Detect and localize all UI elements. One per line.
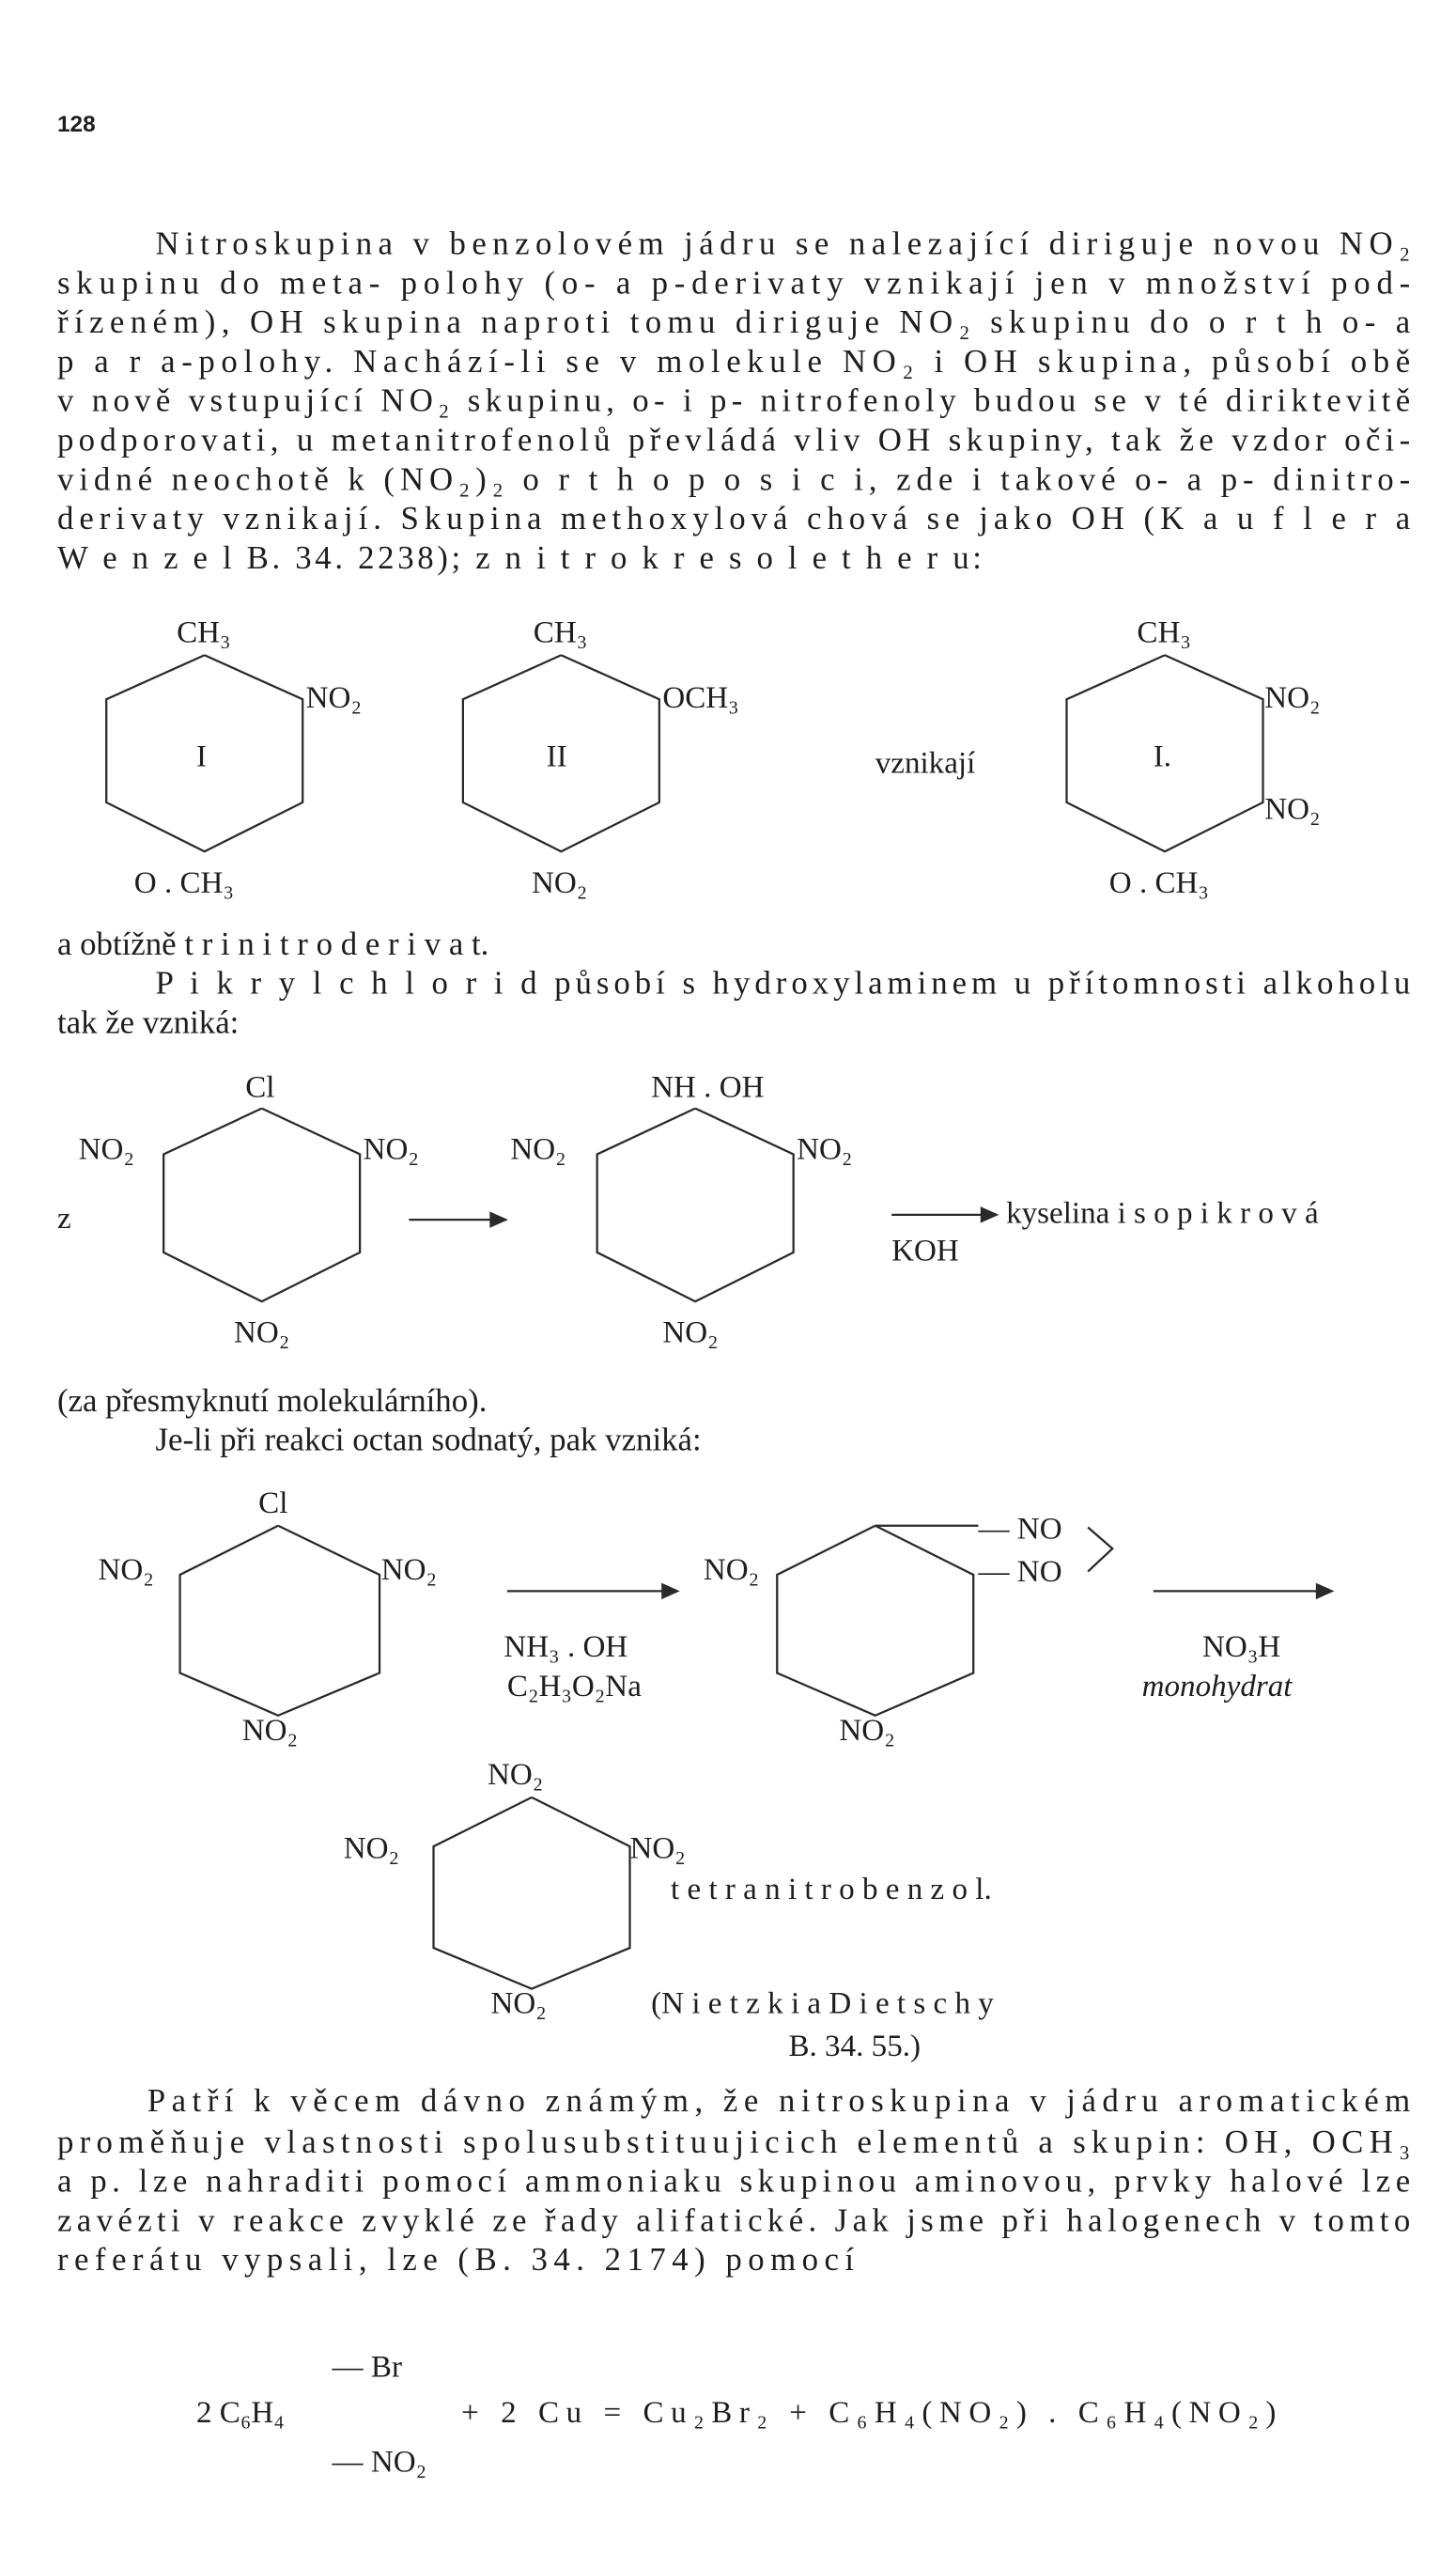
ring-label: II — [547, 740, 567, 774]
substituent-label: OCH₃ — [662, 681, 738, 715]
text-line: řízeném), OH skupina naproti tomu dirigu… — [57, 303, 1410, 340]
substituent-label: NO₂ — [839, 1714, 894, 1748]
text-line: (za přesmyknutí molekulárního). — [57, 1382, 487, 1419]
substituent-label: NO₂ — [79, 1133, 134, 1167]
substituent-label: NO₂ — [98, 1553, 153, 1587]
text-line: Patří k věcem dávno známým, že nitroskup… — [147, 2082, 1410, 2119]
reaction-arrow — [891, 1206, 999, 1223]
scheme-picryl-chloride: z Cl NO₂ NO₂ NO₂ NH . OH NO₂ NO₂ NO₂ KOH… — [57, 1070, 1319, 1349]
text-line: zavézti v reakce zvyklé ze řady alifatic… — [57, 2201, 1410, 2238]
substituent-label: Cl — [258, 1486, 287, 1520]
reaction-word: vznikají — [875, 747, 976, 781]
substituent-label: NO₂ — [510, 1133, 565, 1167]
product-label: t e t r a n i t r o b e n z o l. — [671, 1873, 992, 1906]
substituent-label: O . CH₃ — [1109, 866, 1209, 900]
text-line: skupinu do meta- polohy (o- a p-derivaty… — [57, 264, 1410, 301]
equation-part: — Br — [332, 2350, 402, 2384]
text-line: derivaty vznikají. Skupina methoxylová c… — [57, 500, 1410, 537]
substituent-label: O . CH₃ — [134, 866, 234, 900]
substituent-label: NO₂ — [381, 1553, 437, 1587]
substituent-label: — NO — [977, 1513, 1061, 1547]
text-line: Je-li při reakci octan sodnatý, pak vzni… — [155, 1422, 701, 1458]
substituent-label: NO₂ — [242, 1714, 298, 1748]
reagent-label: monohydrat — [1142, 1670, 1293, 1704]
equation-part: — NO₂ — [332, 2445, 427, 2479]
page-number: 128 — [57, 112, 96, 137]
benzene-ring — [105, 654, 304, 853]
text-line: podporovati, u metanitrofenolů převládá … — [57, 422, 1410, 459]
equation: — Br 2 C₆H₄ + 2 Cu = Cu₂Br₂ + C₆H₄(NO₂) … — [196, 2350, 1276, 2479]
equation-part: + 2 Cu = Cu₂Br₂ + C₆H₄(NO₂) . C₆H₄(NO₂) — [461, 2396, 1276, 2430]
text-line: referátu vypsali, lze (B. 34. 2174) pomo… — [57, 2241, 854, 2278]
substituent-label: NO₂ — [364, 1133, 419, 1167]
substituent-label: — NO — [977, 1555, 1061, 1589]
ring-label: I. — [1154, 740, 1171, 774]
product-label: kyselina i s o p i k r o v á — [1006, 1197, 1319, 1231]
benzene-ring — [163, 1107, 362, 1303]
text-line: v nově vstupující NO₂ skupinu, o- i p- n… — [57, 382, 1410, 419]
benzene-ring — [178, 1524, 381, 1718]
scheme-nitrocresol-ethers: CH₃ NO₂ I O . CH₃ CH₃ OCH₃ II NO₂ vznika… — [105, 615, 1321, 900]
text-line: Nitroskupina v benzolovém jádru se nalez… — [155, 226, 1410, 262]
substituent-label: NO₂ — [630, 1831, 686, 1865]
text-line: p a r a-polohy. Nachází-li se v molekule… — [57, 343, 1410, 380]
substituent-label: NO₂ — [704, 1553, 759, 1587]
citation: B. 34. 55.) — [788, 2030, 921, 2063]
text-line: tak že vzniká: — [57, 1004, 239, 1041]
benzene-ring — [432, 1796, 631, 1990]
benzene-ring — [776, 1524, 975, 1718]
scheme-sodium-acetate: Cl NO₂ NO₂ NO₂ NH₃ . OH C₂H₃O₂Na NO₂ — N… — [98, 1486, 1335, 1748]
text-line: a obtížně t r i n i t r o d e r i v a t. — [57, 926, 488, 962]
benzene-ring — [1065, 654, 1264, 853]
substituent-label: NO₂ — [344, 1831, 399, 1865]
reagent-label: NO₃H — [1202, 1630, 1280, 1664]
substituent-label: Cl — [245, 1070, 274, 1104]
substituent-label: NO₂ — [662, 1316, 718, 1350]
scheme-tetranitrobenzene: NO₂ NO₂ NO₂ NO₂ t e t r a n i t r o b e … — [344, 1758, 995, 2063]
citation: (N i e t z k i a D i e t s c h y — [651, 1987, 994, 2021]
substituent-label: NO₂ — [306, 681, 362, 715]
reaction-arrow — [1153, 1582, 1335, 1600]
benzene-ring — [461, 654, 660, 853]
paragraph-1: Nitroskupina v benzolovém jádru se nalez… — [57, 226, 1410, 576]
benzene-ring — [596, 1107, 795, 1303]
substituent-label: NO₂ — [532, 866, 587, 900]
substituent-label: NO₂ — [490, 1987, 546, 2021]
text-line: a p. lze nahraditi pomocí ammoniaku skup… — [57, 2163, 1410, 2200]
substituent-label: NO₂ — [1264, 681, 1320, 715]
text-line: vidné neochotě k (NO₂)₂ o r t h o p o s … — [57, 460, 1410, 497]
equation-part: 2 C₆H₄ — [196, 2396, 285, 2430]
ring-label: I — [196, 740, 207, 774]
reagent-label: C₂H₃O₂Na — [507, 1670, 642, 1704]
substituent-label: NO₂ — [488, 1758, 543, 1792]
substituent-label: NO₂ — [797, 1133, 852, 1167]
reagent-label: KOH — [891, 1235, 959, 1268]
substituent-label: CH₃ — [177, 615, 230, 649]
text-line: proměňuje vlastnosti spolusubstituujicic… — [57, 2124, 1410, 2160]
reaction-arrow — [506, 1582, 680, 1600]
substituent-label: NH . OH — [651, 1070, 764, 1104]
reagent-label: NH₃ . OH — [503, 1630, 627, 1664]
substituent-label: NO₂ — [234, 1316, 289, 1350]
substituent-label: NO₂ — [1264, 792, 1320, 826]
text-line: P i k r y l c h l o r i d působí s hydro… — [155, 965, 1410, 1002]
text-word: z — [57, 1202, 71, 1236]
text-line: W e n z e l B. 34. 2238); z n i t r o k … — [57, 539, 982, 576]
reaction-arrow — [409, 1211, 508, 1228]
substituent-label: CH₃ — [1137, 615, 1190, 649]
substituent-label: CH₃ — [534, 615, 587, 649]
paragraph-2: Patří k věcem dávno známým, že nitroskup… — [57, 2082, 1410, 2278]
